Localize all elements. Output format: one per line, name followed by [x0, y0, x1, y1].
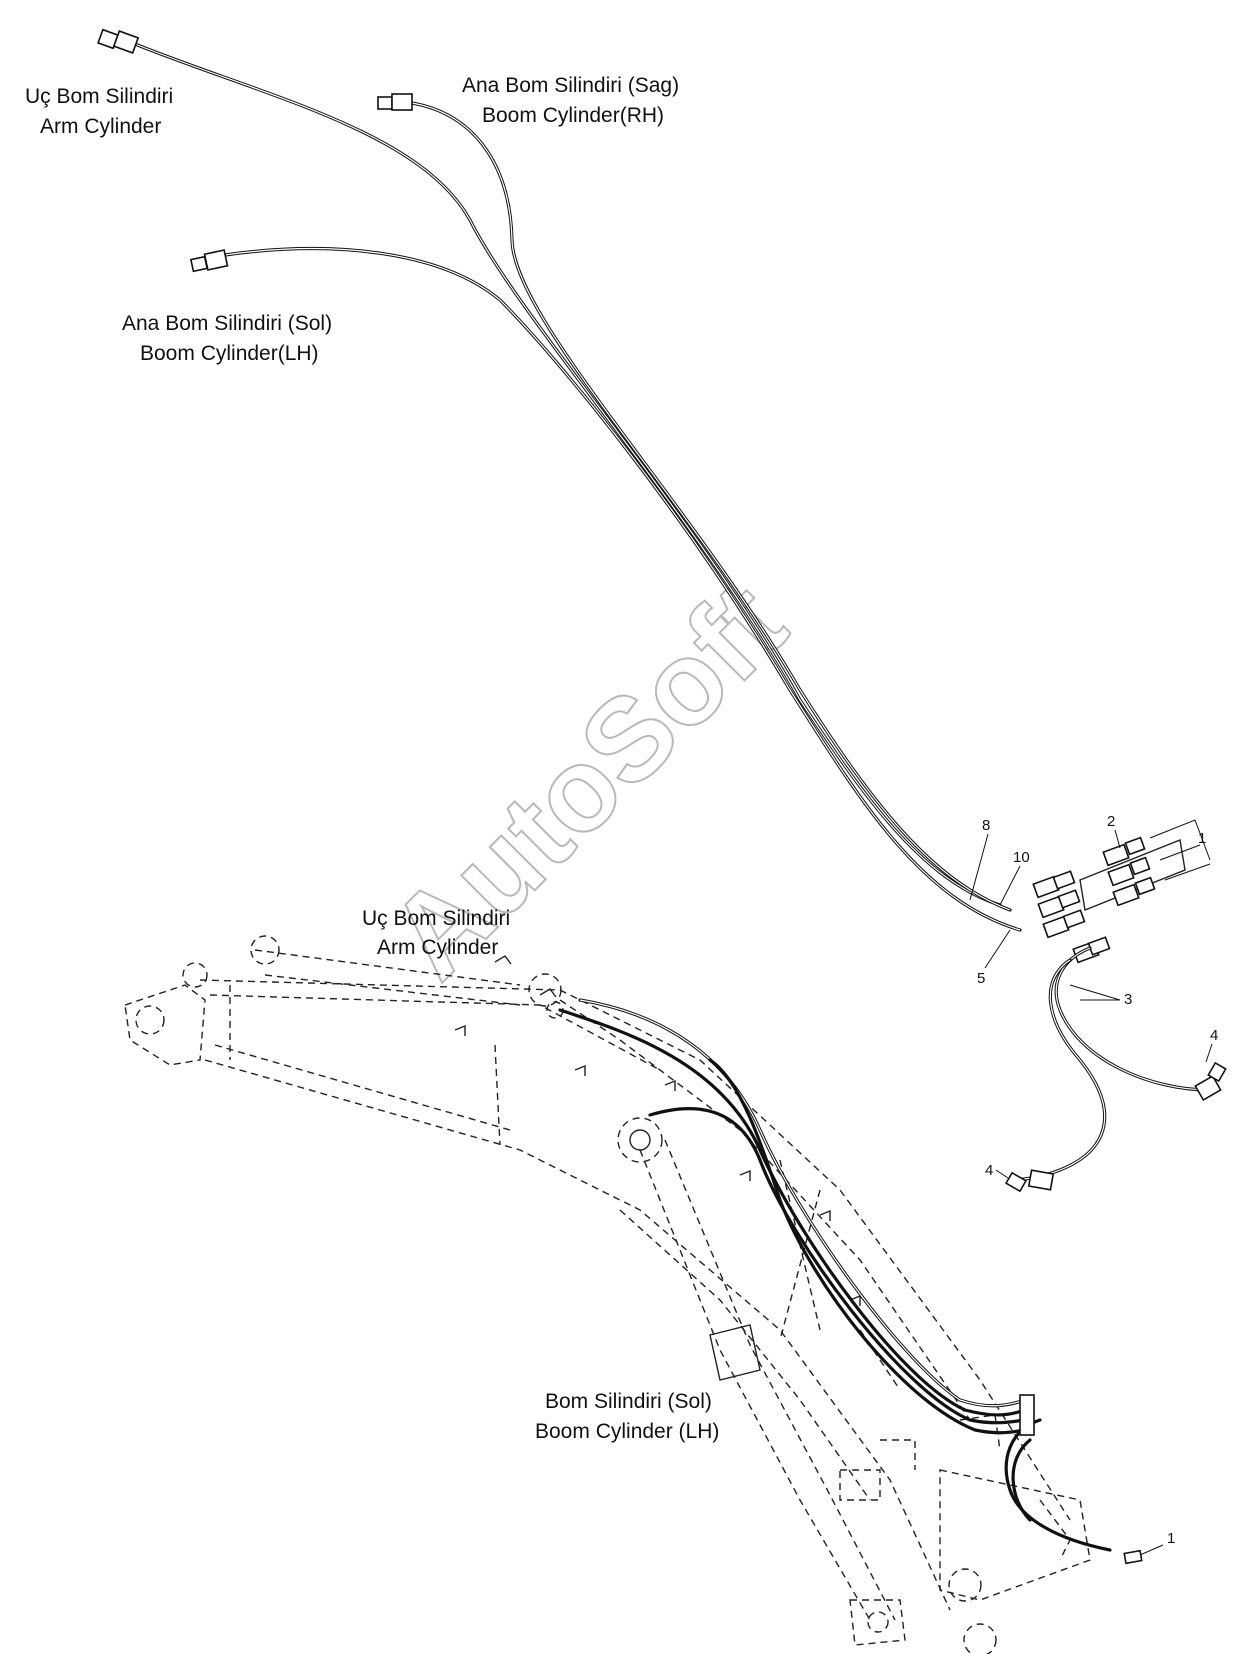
callout-3: 3: [1124, 991, 1132, 1008]
hose-pair-3: [1004, 946, 1227, 1193]
connector-block: [1032, 819, 1211, 964]
callout-4-right: 4: [1210, 1027, 1218, 1044]
label-boom-sol-en: Boom Cylinder (LH): [535, 1420, 719, 1443]
callout-1-bottom: 1: [1167, 1530, 1175, 1547]
fitting-arm-cylinder: [97, 28, 140, 54]
callout-5: 5: [977, 970, 985, 987]
boom-hoses: [558, 998, 1112, 1552]
callout-10: 10: [1013, 849, 1030, 866]
callout-8: 8: [982, 817, 990, 834]
label-boom-rh-en: Boom Cylinder(RH): [482, 104, 664, 127]
label-boom-rh-tr: Ana Bom Silindiri (Sag): [462, 74, 679, 97]
callout-4-bottom: 4: [985, 1162, 993, 1179]
upper-hose-bundle: [128, 40, 1022, 932]
fitting-boom-lh: [189, 249, 229, 273]
label-boom-lh-tr: Ana Bom Silindiri (Sol): [122, 312, 332, 335]
callout-1-top: 1: [1198, 830, 1206, 847]
label-arm-cylinder-mid-en: Arm Cylinder: [377, 936, 498, 959]
label-arm-cylinder-mid-tr: Uç Bom Silindiri: [362, 907, 510, 930]
label-arm-cylinder-top-tr: Uç Bom Silindiri: [25, 85, 173, 108]
callout-2: 2: [1107, 813, 1115, 830]
boom-structure: [124, 935, 1091, 1654]
fitting-boom-rh: [377, 93, 413, 111]
label-boom-lh-en: Boom Cylinder(LH): [140, 342, 319, 365]
label-arm-cylinder-top-en: Arm Cylinder: [40, 115, 161, 138]
label-boom-sol-tr: Bom Silindiri (Sol): [545, 1390, 712, 1413]
